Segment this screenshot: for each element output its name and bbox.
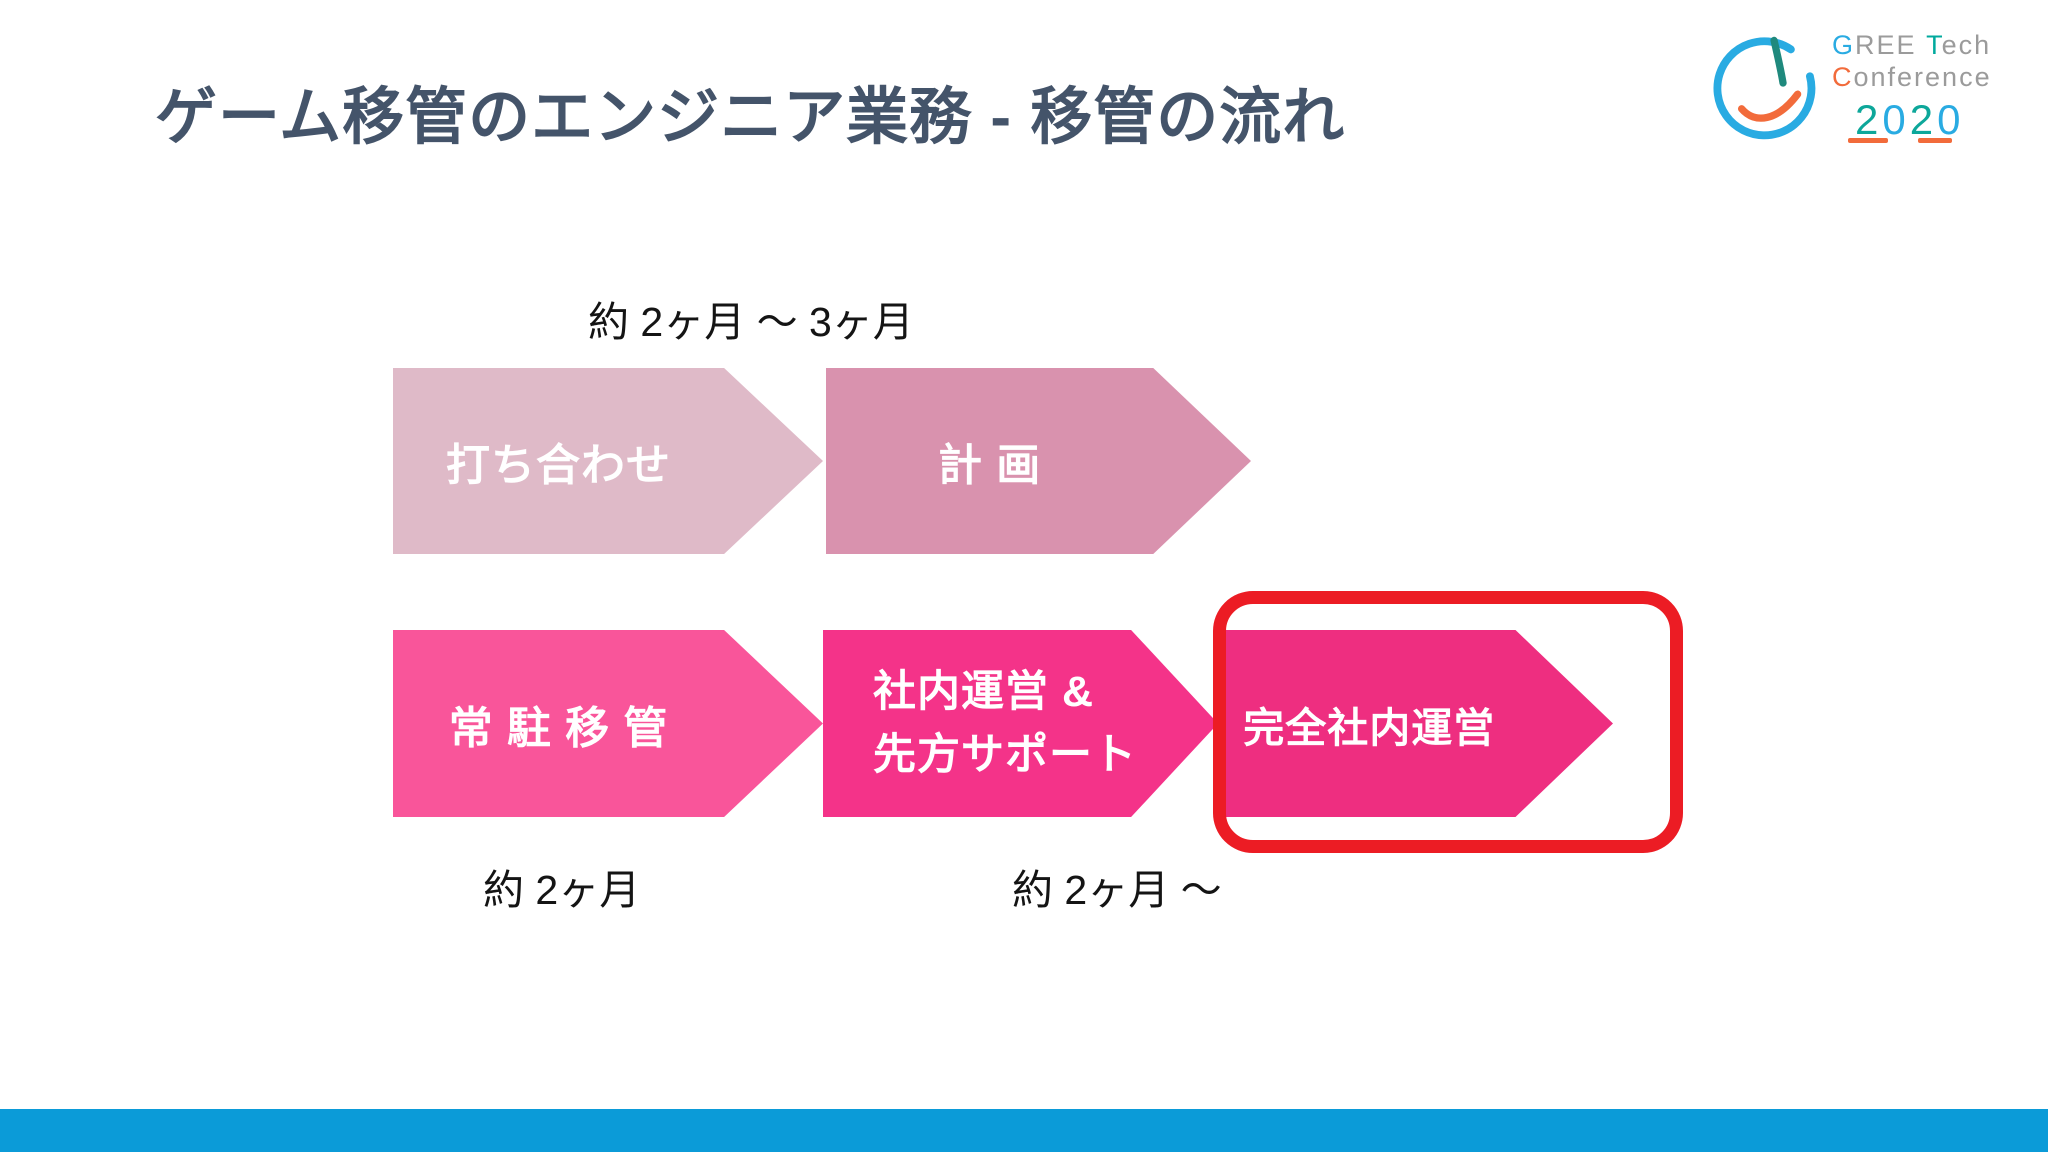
gree-logo-mark-icon — [1713, 36, 1816, 140]
logo-year-2020: 2020 — [1855, 96, 1965, 143]
flow-step-label: 社内運営 & 先方サポート — [823, 661, 1137, 786]
gree-tech-conference-logo: GREE Tech Conference 2020 — [1700, 20, 2030, 160]
flow-step-onsite-transfer: 常 駐 移 管 — [393, 630, 823, 817]
duration-label-top: 約 2ヶ月 ～ 3ヶ月 — [588, 299, 914, 345]
flow-step-label-line2: 先方サポート — [873, 730, 1137, 779]
flow-step-inhouse-with-support: 社内運営 & 先方サポート — [823, 630, 1218, 817]
flow-step-label: 計 画 — [938, 441, 1042, 490]
flow-step-full-inhouse: 完全社内運営 — [1223, 630, 1613, 817]
page-title: ゲーム移管のエンジニア業務 - 移管の流れ — [155, 83, 1346, 152]
flow-step-label: 打ち合わせ — [446, 441, 672, 490]
logo-wordmark: GREE Tech Conference — [1832, 30, 1992, 94]
flow-step-label-line1: 社内運営 & — [873, 668, 1094, 717]
flow-step-planning: 計 画 — [826, 368, 1251, 554]
duration-label-bottom-right: 約 2ヶ月 ～ — [1012, 867, 1222, 913]
logo-line-gree-tech: GREE Tech — [1832, 30, 1992, 60]
logo-year-underline-right — [1918, 138, 1952, 143]
logo-year-underline-left — [1848, 138, 1888, 143]
flow-step-meeting: 打ち合わせ — [393, 368, 823, 554]
flow-step-label: 完全社内運営 — [1243, 704, 1496, 751]
logo-line-conference: Conference — [1832, 61, 1992, 92]
duration-label-bottom-left: 約 2ヶ月 — [483, 867, 641, 913]
flow-step-label: 常 駐 移 管 — [448, 703, 669, 753]
footer-accent-bar — [0, 1109, 2048, 1152]
highlight-ring — [1213, 591, 1683, 853]
